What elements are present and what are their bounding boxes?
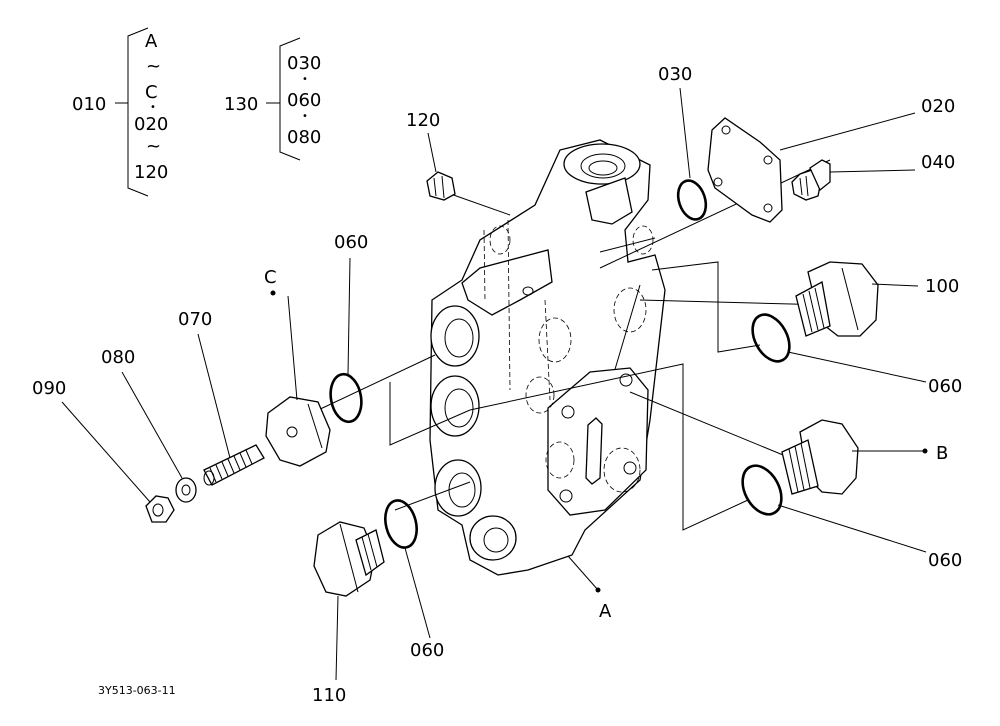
callout-030: 030 [658, 64, 692, 85]
group-bracket-130: 130 030 • 060 • 080 [224, 37, 321, 161]
callout-060-lower-right: 060 [928, 550, 962, 571]
part-030-o-ring [676, 179, 708, 221]
part-100-plug [795, 261, 879, 337]
group-010-row: 120 [134, 162, 168, 183]
marker-dot-a [595, 587, 601, 593]
group-010-row: A [145, 31, 158, 52]
group-bracket-010: 010 A ~ C • 020 ~ 120 [72, 27, 168, 197]
drawing-reference: 3Y513-063-11 [98, 684, 176, 697]
part-c-relief-cap [265, 396, 331, 467]
callout-130: 130 [224, 94, 258, 115]
callout-010: 010 [72, 94, 106, 115]
callout-090: 090 [32, 378, 66, 399]
part-060-o-ring [384, 499, 418, 549]
part-080-washer [175, 477, 197, 503]
group-130-row: • [302, 74, 308, 85]
group-010-row: • [150, 102, 156, 113]
part-020-cover-plate [707, 117, 783, 223]
callout-100: 100 [925, 276, 959, 297]
part-040-plug [791, 159, 831, 201]
group-130-row: • [302, 111, 308, 122]
part-120-set-screw [426, 171, 456, 201]
part-110-plug [313, 521, 385, 597]
group-130-row: 030 [287, 53, 321, 74]
callout-080: 080 [101, 347, 135, 368]
point-label-c: C [264, 267, 277, 288]
callout-060-upper-right: 060 [928, 376, 962, 397]
marker-dot-c [270, 290, 276, 296]
callout-060-c-side: 060 [334, 232, 368, 253]
valve-body [429, 139, 666, 576]
group-010-row: ~ [146, 56, 161, 77]
callout-leaders [61, 87, 927, 681]
group-130-row: 080 [287, 127, 321, 148]
part-060-o-ring [741, 464, 783, 516]
marker-dot-b [922, 448, 928, 454]
callout-040: 040 [921, 152, 955, 173]
point-label-b: B [936, 443, 948, 464]
callout-110: 110 [312, 685, 346, 706]
point-label-a: A [599, 601, 612, 622]
callout-070: 070 [178, 309, 212, 330]
group-130-row: 060 [287, 90, 321, 111]
part-b-plug [781, 419, 859, 495]
part-090-nut [145, 495, 175, 523]
callout-060-bottom: 060 [410, 640, 444, 661]
callout-120: 120 [406, 110, 440, 131]
part-070-spring [203, 444, 265, 486]
part-060-o-ring [329, 372, 363, 424]
group-010-row: 020 [134, 114, 168, 135]
group-010-row: C [145, 82, 158, 103]
group-010-row: ~ [146, 136, 161, 157]
part-060-o-ring [751, 313, 791, 363]
callout-020: 020 [921, 96, 955, 117]
